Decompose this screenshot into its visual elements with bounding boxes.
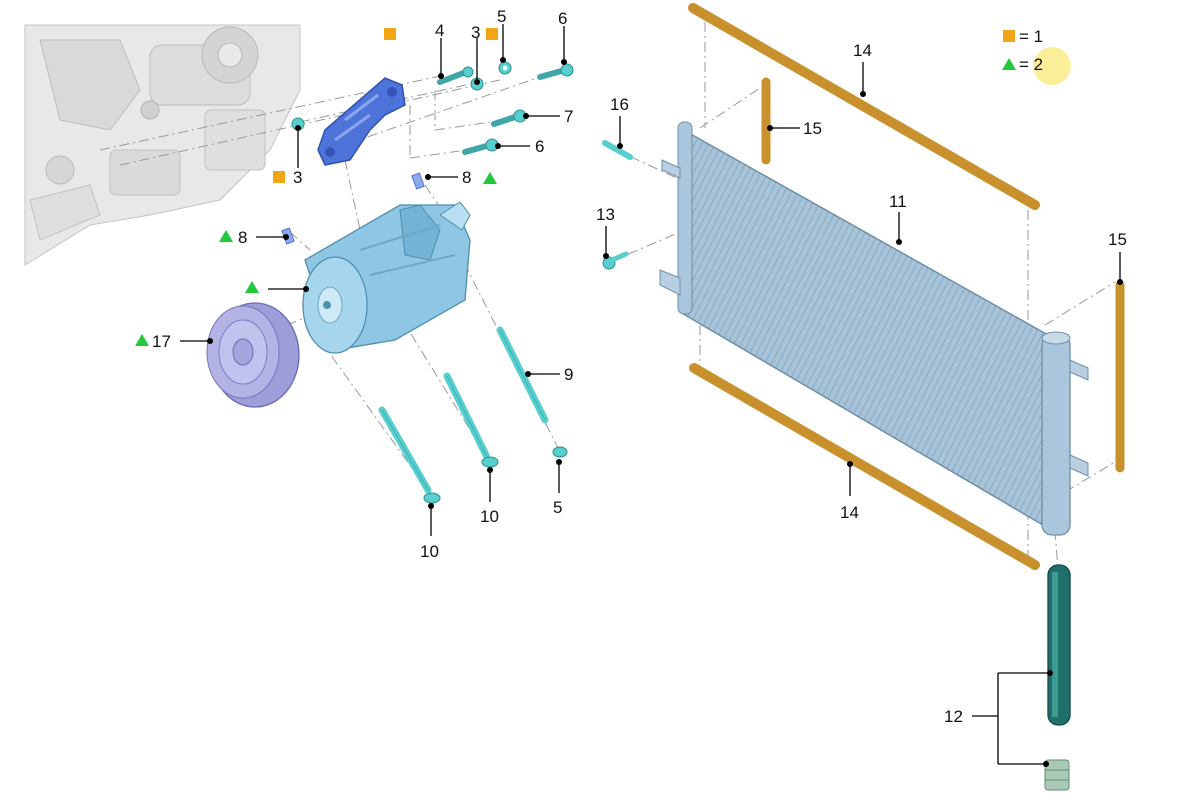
callout-nut-5-top: 5 (497, 7, 506, 26)
callout-bolt-10-left: 10 (420, 542, 439, 561)
bolt-10-middle (443, 372, 499, 468)
callout-drier-12: 12 (944, 707, 963, 726)
callout-labels: 4 3 5 6 7 6 3 8 8 17 9 10 10 5 16 13 15 … (152, 7, 1127, 726)
bolt-7 (491, 109, 527, 127)
legend-square-icon (1003, 30, 1015, 42)
drier-plug (1044, 759, 1070, 791)
square-marker-pin-left (273, 171, 285, 183)
bolt-9 (496, 326, 549, 424)
callout-bolt-6-middle: 6 (535, 137, 544, 156)
legend-triangle-label: = 2 (1019, 55, 1043, 74)
callout-bolt-9: 9 (564, 365, 573, 384)
callout-stud-8-upper: 8 (462, 168, 471, 187)
legend-square-label: = 1 (1019, 27, 1043, 46)
callout-strip-15-right: 15 (1108, 230, 1127, 249)
callout-pulley-17: 17 (152, 332, 171, 351)
clutch-pulley (206, 302, 300, 408)
square-marker-pin-top (486, 28, 498, 40)
callout-bolt-13: 13 (596, 205, 615, 224)
triangle-marker-pulley (135, 334, 149, 346)
bolt-4 (437, 66, 474, 85)
bolt-16 (602, 140, 633, 160)
callout-bolt-6-top: 6 (558, 9, 567, 28)
callout-bolt-16: 16 (610, 95, 629, 114)
stud-8-upper (411, 172, 425, 190)
callout-nut-5-bottom: 5 (553, 498, 562, 517)
compressor-bracket (317, 77, 406, 166)
leader-lines (180, 24, 1123, 767)
callout-pin-3-top: 3 (471, 23, 480, 42)
condenser (659, 121, 1089, 536)
nut-5-top (498, 61, 512, 75)
callout-bolt-7: 7 (564, 107, 573, 126)
triangle-marker-compressor (245, 281, 259, 293)
callout-pin-3-left: 3 (293, 168, 302, 187)
bolt-13 (602, 251, 629, 270)
fasteners (281, 61, 633, 504)
callout-stud-8-left: 8 (238, 228, 247, 247)
bolt-6-middle (462, 138, 499, 155)
callout-condenser-11: 11 (889, 192, 907, 211)
bolt-10-left (378, 406, 441, 504)
mounting-strip-14-bottom (689, 363, 1040, 570)
callout-strip-15-left: 15 (803, 119, 822, 138)
nut-5-bottom (552, 446, 568, 458)
callout-strip-14-top: 14 (853, 41, 872, 60)
callout-bolt-10-middle: 10 (480, 507, 499, 526)
engine-block (24, 24, 301, 266)
mounting-strips (688, 3, 1125, 570)
ac-compressor (302, 201, 471, 354)
triangle-marker-stud-left (219, 230, 233, 242)
triangle-marker-stud-upper (483, 172, 497, 184)
markers (135, 28, 498, 346)
bolt-6-top (537, 63, 574, 80)
mounting-strip-14-top (688, 3, 1040, 210)
callout-bolt-4: 4 (435, 21, 444, 40)
receiver-drier (1047, 564, 1071, 726)
square-marker-bracket (384, 28, 396, 40)
callout-strip-14-bottom: 14 (840, 503, 859, 522)
legend: = 1 = 2 (1002, 27, 1071, 85)
legend-highlight (1033, 47, 1071, 85)
legend-triangle-icon (1002, 58, 1016, 70)
